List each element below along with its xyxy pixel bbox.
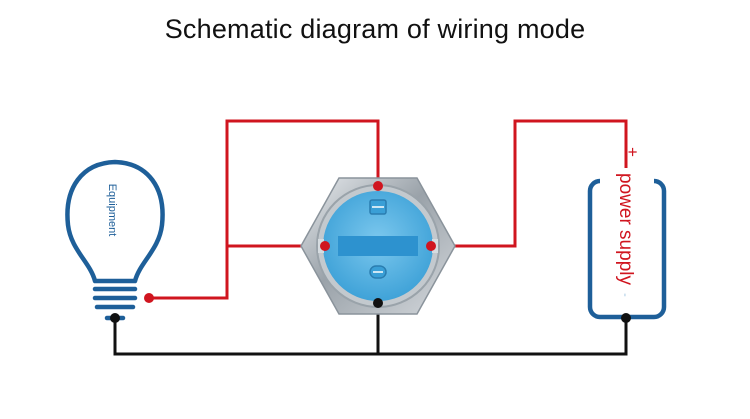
- dot-button-top: [373, 181, 383, 191]
- dot-bulb-neutral: [110, 313, 120, 323]
- page-title: Schematic diagram of wiring mode: [164, 14, 586, 44]
- live-wire-supply: [431, 119, 628, 248]
- power-supply-label: power supply: [615, 173, 636, 285]
- dot-bulb-live: [144, 293, 154, 303]
- equipment-label: Equipment: [106, 184, 118, 237]
- dot-button-left: [320, 241, 330, 251]
- live-wire-equipment: [149, 119, 380, 300]
- power-supply-positive: +: [623, 147, 642, 157]
- junction-dots: [110, 181, 631, 323]
- dot-supply-neutral: [621, 313, 631, 323]
- terminal-center-bar: [338, 236, 418, 256]
- push-button-switch: [300, 177, 456, 315]
- dot-button-bottom: [373, 298, 383, 308]
- neutral-wire-bottom: [113, 318, 628, 356]
- power-supply-negative: -: [619, 293, 631, 297]
- dot-button-right: [426, 241, 436, 251]
